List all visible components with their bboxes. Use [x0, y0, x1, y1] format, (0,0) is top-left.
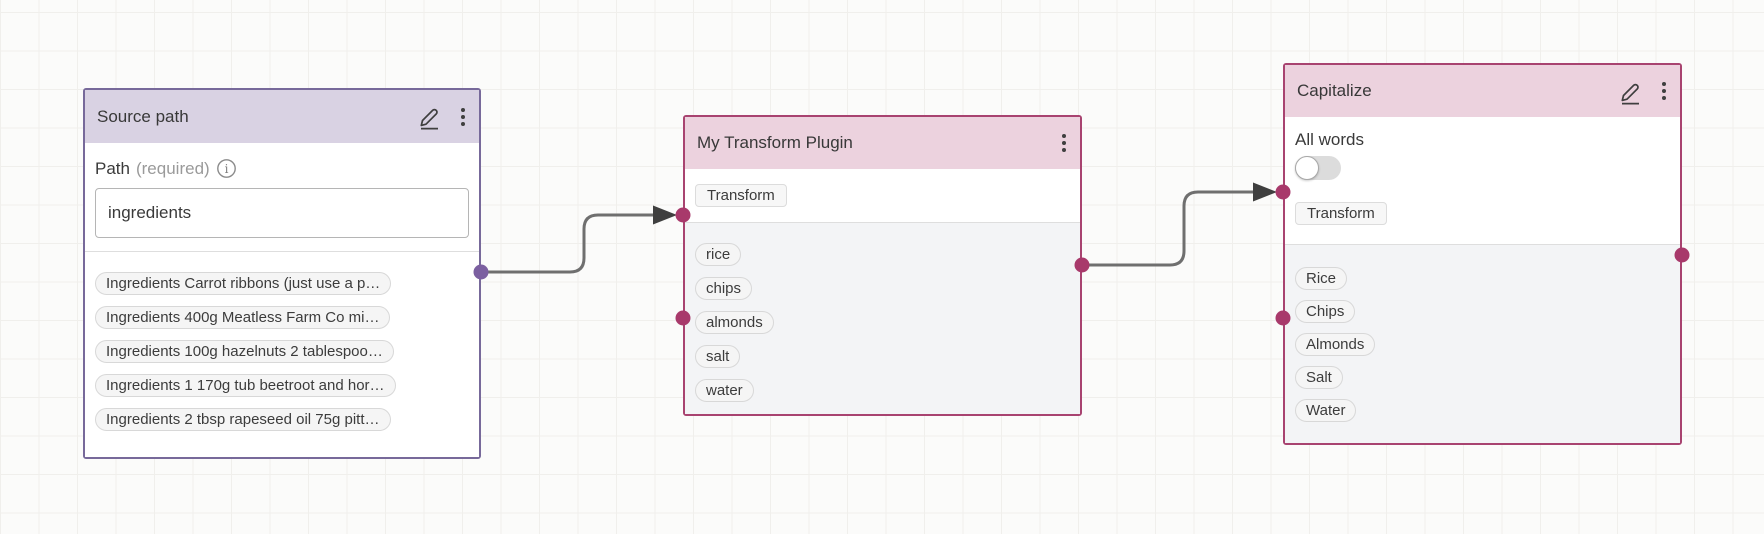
wire-source-to-transform[interactable]: [483, 213, 653, 274]
list-item-chip: Ingredients 400g Meatless Farm Co mi…: [95, 306, 391, 329]
field-label: Path: [95, 158, 130, 178]
list-item-chip: water: [695, 379, 754, 402]
list-item-chip: Ingredients 1 170g tub beetroot and hor…: [95, 374, 396, 397]
node-title: My Transform Plugin: [697, 133, 853, 152]
toggle-label: All words: [1295, 130, 1364, 149]
arrowhead-icon: [653, 205, 677, 225]
output-port-source[interactable]: [473, 264, 489, 280]
transform-output-list: rice chips almonds salt water: [685, 222, 1080, 414]
node-title: Source path: [97, 106, 189, 126]
wire-transform-to-capitalize[interactable]: [1082, 190, 1253, 267]
list-item-chip: Ingredients Carrot ribbons (just use a p…: [95, 272, 392, 295]
node-title: Capitalize: [1297, 81, 1372, 100]
list-item-chip: rice: [695, 243, 742, 266]
path-input[interactable]: [95, 188, 469, 238]
list-item-chip: Ingredients 2 tbsp rapeseed oil 75g pitt…: [95, 408, 391, 431]
list-item-chip: almonds: [695, 311, 774, 334]
arrowhead-icon: [1253, 182, 1277, 202]
list-item-chip: Water: [1295, 399, 1357, 422]
list-item-chip: salt: [695, 345, 741, 368]
list-item-chip: Almonds: [1295, 333, 1376, 356]
node-transform-plugin: My Transform Plugin Transform rice chips a…: [683, 115, 1082, 416]
output-port-capitalize[interactable]: [1674, 247, 1690, 263]
list-item-chip: Chips: [1295, 300, 1356, 323]
path-field: Path (required) i: [85, 143, 479, 251]
transform-port-label: Transform: [695, 184, 787, 207]
toggle-knob: [1295, 156, 1319, 180]
input-port-transform[interactable]: [675, 207, 691, 223]
list-item-chip: Rice: [1295, 267, 1348, 290]
input-port-capitalize-secondary[interactable]: [1275, 310, 1291, 326]
all-words-toggle[interactable]: [1295, 156, 1341, 180]
svg-text:i: i: [224, 162, 228, 176]
kebab-menu-icon[interactable]: [1660, 80, 1668, 102]
list-item-chip: chips: [695, 277, 753, 300]
input-port-transform-secondary[interactable]: [675, 310, 691, 326]
kebab-menu-icon[interactable]: [1060, 132, 1068, 154]
node-source-path: Source path Path (required) i: [83, 88, 481, 459]
output-port-transform[interactable]: [1074, 257, 1090, 273]
list-item-chip: Salt: [1295, 366, 1343, 389]
node-header-drag-handle[interactable]: My Transform Plugin: [685, 117, 1080, 169]
transform-port-label: Transform: [1295, 202, 1387, 225]
edit-pencil-icon[interactable]: [415, 103, 443, 130]
node-header-drag-handle[interactable]: Capitalize: [1285, 65, 1680, 117]
kebab-menu-icon[interactable]: [459, 106, 467, 128]
list-item-chip: Ingredients 100g hazelnuts 2 tablespoo…: [95, 340, 394, 363]
info-icon[interactable]: i: [216, 158, 237, 179]
edit-pencil-icon[interactable]: [1616, 78, 1644, 105]
source-preview-list: Ingredients Carrot ribbons (just use a p…: [85, 251, 479, 457]
required-hint: (required): [135, 158, 210, 178]
node-header-drag-handle[interactable]: Source path: [85, 90, 479, 143]
input-port-capitalize[interactable]: [1275, 184, 1291, 200]
